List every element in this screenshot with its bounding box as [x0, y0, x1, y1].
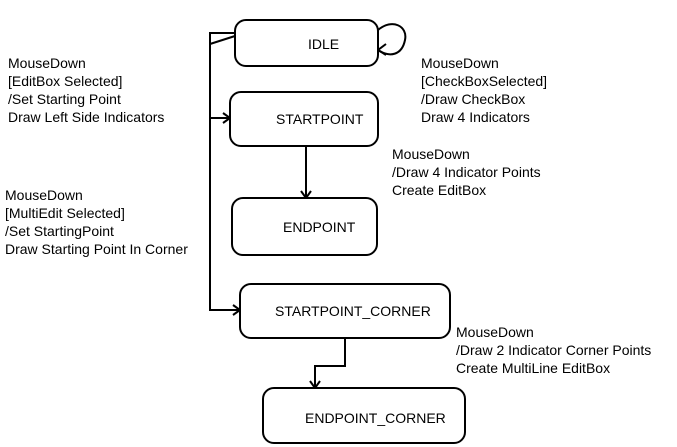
- state-startpoint-corner-label: STARTPOINT_CORNER: [275, 303, 431, 319]
- edge-corner-endpoint-corner: [314, 338, 346, 388]
- note-checkbox-line: /Draw CheckBox: [421, 91, 525, 107]
- note-multiedit-line: Draw Starting Point In Corner: [5, 241, 188, 257]
- note-corner-to-endpoint-corner: MouseDown /Draw 2 Indicator Corner Point…: [456, 324, 651, 376]
- note-editbox: MouseDown [EditBox Selected] /Set Starti…: [8, 55, 164, 125]
- note-multiedit-line: MouseDown: [5, 187, 83, 203]
- state-idle: IDLE: [234, 19, 379, 67]
- note-checkbox: MouseDown [CheckBoxSelected] /Draw Check…: [421, 55, 547, 125]
- note-startpoint-to-endpoint-line: /Draw 4 Indicator Points: [392, 164, 541, 180]
- state-idle-label: IDLE: [308, 36, 339, 52]
- note-multiedit-line: [MultiEdit Selected]: [5, 205, 125, 221]
- note-startpoint-to-endpoint: MouseDown /Draw 4 Indicator Points Creat…: [392, 146, 541, 198]
- note-startpoint-to-endpoint-line: MouseDown: [392, 146, 470, 162]
- note-multiedit: MouseDown [MultiEdit Selected] /Set Star…: [5, 187, 188, 257]
- note-editbox-line: [EditBox Selected]: [8, 73, 122, 89]
- note-corner-to-endpoint-corner-line: /Draw 2 Indicator Corner Points: [456, 342, 651, 358]
- note-checkbox-line: [CheckBoxSelected]: [421, 73, 547, 89]
- state-endpoint-label: ENDPOINT: [283, 219, 356, 235]
- idle-branch-connector: [209, 35, 236, 45]
- note-editbox-line: /Set Starting Point: [8, 91, 121, 107]
- state-endpoint-corner-label: ENDPOINT_CORNER: [305, 410, 446, 426]
- state-endpoint: ENDPOINT: [231, 197, 378, 256]
- note-editbox-line: MouseDown: [8, 55, 86, 71]
- state-endpoint-corner: ENDPOINT_CORNER: [262, 387, 466, 444]
- note-corner-to-endpoint-corner-line: Create MultiLine EditBox: [456, 360, 610, 376]
- state-startpoint: STARTPOINT: [229, 91, 379, 147]
- idle-self-loop-edge: [377, 23, 407, 56]
- note-checkbox-line: Draw 4 Indicators: [421, 109, 530, 125]
- note-startpoint-to-endpoint-line: Create EditBox: [392, 182, 486, 198]
- note-multiedit-line: /Set StartingPoint: [5, 223, 114, 239]
- state-startpoint-corner: STARTPOINT_CORNER: [239, 283, 451, 339]
- note-corner-to-endpoint-corner-line: MouseDown: [456, 324, 534, 340]
- note-editbox-line: Draw Left Side Indicators: [8, 109, 164, 125]
- arrowhead-idle-loop: [376, 43, 387, 56]
- state-startpoint-label: STARTPOINT: [276, 111, 364, 127]
- idle-branch-edge: [209, 32, 240, 311]
- note-checkbox-line: MouseDown: [421, 55, 499, 71]
